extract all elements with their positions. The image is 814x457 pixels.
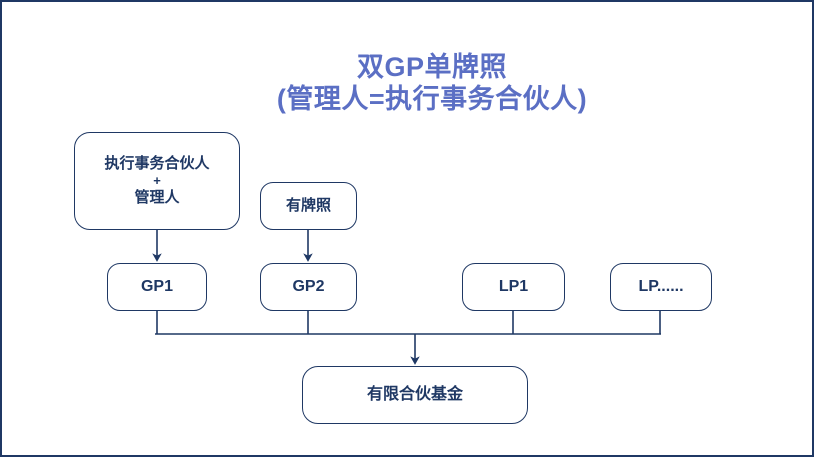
node-gp2-label: GP2 [292,278,325,296]
diagram-title: 双GP单牌照 (管理人=执行事务合伙人) [212,52,652,116]
node-lp-others[interactable]: LP...... [610,263,712,311]
node-licensed[interactable]: 有牌照 [260,182,357,230]
title-line-2: (管理人=执行事务合伙人) [276,83,588,114]
node-lpn-label: LP...... [638,278,684,296]
node-role-line-1: 执行事务合伙人 [104,154,210,172]
node-limited-partnership-fund[interactable]: 有限合伙基金 [302,366,528,424]
node-gp1[interactable]: GP1 [107,263,207,311]
node-license-label: 有牌照 [285,196,331,214]
node-fund-label: 有限合伙基金 [366,386,463,404]
node-gp1-label: GP1 [140,278,173,296]
node-gp2[interactable]: GP2 [260,263,357,311]
node-executive-partner-manager[interactable]: 执行事务合伙人 + 管理人 [74,132,240,230]
node-lp1[interactable]: LP1 [462,263,565,311]
node-role-line-2: 管理人 [134,189,180,207]
node-role-plus: + [153,172,161,188]
node-lp1-label: LP1 [498,278,529,296]
title-line-1: 双GP单牌照 [356,52,507,82]
